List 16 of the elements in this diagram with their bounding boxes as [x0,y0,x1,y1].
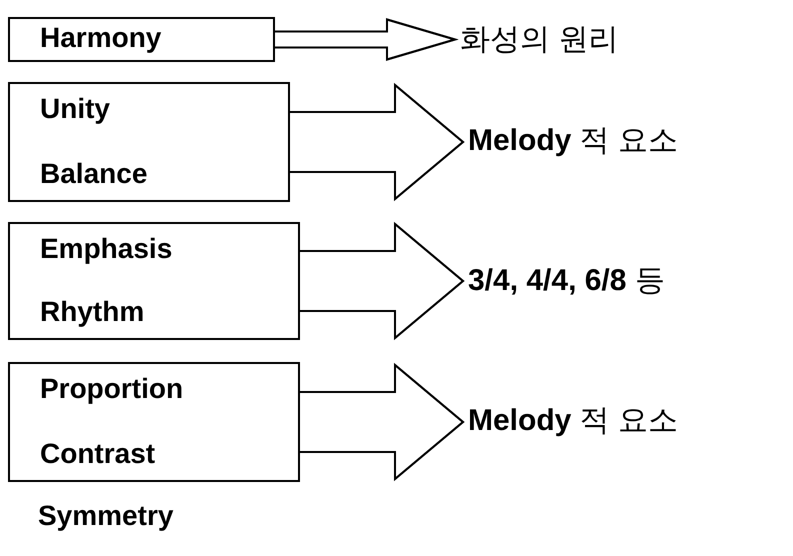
box-text: Balance [40,159,148,190]
box-text: Emphasis [40,234,172,265]
box-text: Rhythm [40,297,144,328]
box-text: Proportion [40,374,184,405]
box-text: Unity [40,94,110,125]
text-box [8,362,300,482]
text-box [8,82,290,202]
box-text: Harmony [40,23,162,54]
result-text: Melody 적 요소 [468,123,678,159]
result-text: Melody 적 요소 [468,403,678,439]
box-text: Contrast [40,439,156,470]
text-box [8,222,300,340]
term-label: Symmetry [38,500,174,532]
result-text: 3/4, 4/4, 6/8 등 [468,263,665,299]
text-box [8,17,275,62]
result-text: 화성의 원리 [460,22,618,58]
